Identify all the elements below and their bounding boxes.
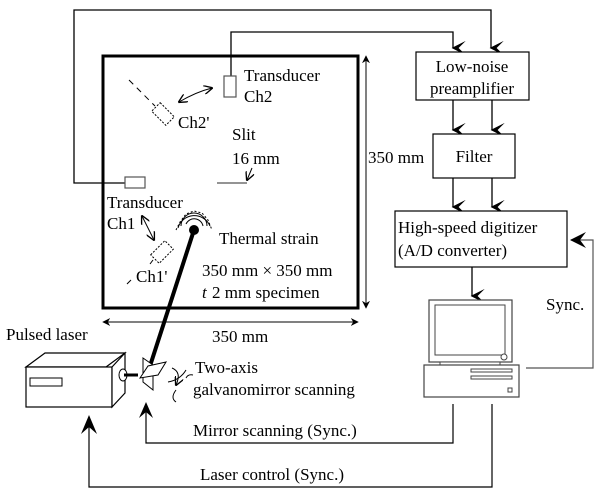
galvanomirror-label-line2: galvanomirror scanning [193, 380, 355, 399]
thermal-strain-label: Thermal strain [219, 229, 319, 248]
slit-width-label: 16 mm [232, 149, 280, 168]
ch2-move-arrow [179, 88, 212, 102]
slit-label: Slit [232, 125, 256, 144]
filter-block: Filter [432, 133, 516, 179]
mirror-scanning-label: Mirror scanning (Sync.) [193, 421, 357, 440]
computer-icon [423, 299, 520, 398]
laser-control-arrowhead [81, 415, 97, 434]
specimen-size-label: 350 mm × 350 mm [202, 261, 332, 280]
laser-control-wire [88, 404, 493, 488]
transducer-ch1-alt-label: Ch1' [136, 267, 167, 286]
thermal-strain-source-icon [175, 210, 213, 235]
mirror-scanning-wire [145, 404, 454, 444]
galvanomirror-label-line1: Two-axis [195, 358, 258, 377]
transducer-ch2-alt-label: Ch2' [178, 113, 209, 132]
transducer-ch1 [124, 176, 146, 189]
transducer-ch2-label: Transducer [244, 66, 320, 85]
sync-wire-pc-to-digitizer [526, 239, 594, 369]
pulsed-laser-label: Pulsed laser [6, 325, 88, 344]
filter-label: Filter [456, 147, 493, 166]
ch1-move-arrow [142, 216, 154, 240]
specimen-plate [101, 54, 360, 310]
transducer-ch1-channel: Ch1 [107, 214, 135, 233]
transducer-ch2-alt [128, 79, 176, 127]
mirror-scanning-arrowhead [139, 402, 153, 418]
laser-beam [148, 229, 196, 367]
wire-ch2-to-preamp [230, 31, 466, 76]
transducer-ch2-channel: Ch2 [244, 87, 272, 106]
slit-pointer-arrow [247, 167, 252, 180]
specimen-thickness-label: 2 mm specimen [212, 283, 320, 302]
specimen-thickness-prefix: t [202, 283, 208, 302]
wire-ch1-to-preamp [73, 9, 504, 184]
sync-arrowhead [570, 232, 586, 248]
galvanomirror-icon [138, 357, 187, 403]
height-dimension-label: 350 mm [368, 148, 424, 167]
preamplifier-block: Low-noise preamplifier [415, 51, 530, 101]
digitizer-block: High-speed digitizer (A/D converter) [394, 210, 568, 268]
preamplifier-label-line1: Low-noise [436, 57, 509, 76]
laser-control-label: Laser control (Sync.) [200, 465, 344, 484]
digitizer-label-line1: High-speed digitizer [398, 218, 538, 237]
transducer-ch1-label: Transducer [107, 193, 183, 212]
pulsed-laser-icon [24, 351, 138, 409]
galvo-pointer [185, 374, 194, 379]
width-dimension-label: 350 mm [212, 327, 268, 346]
transducer-ch2 [223, 75, 237, 98]
preamplifier-label-line2: preamplifier [430, 79, 514, 98]
sync-label: Sync. [546, 295, 584, 314]
digitizer-label-line2: (A/D converter) [398, 241, 507, 260]
